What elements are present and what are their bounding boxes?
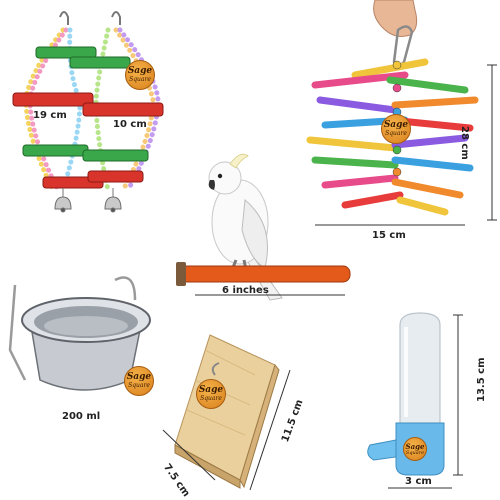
- ladder-toy-image: [12, 11, 164, 213]
- ladder-rung-label: 10 cm: [113, 119, 147, 130]
- ladder-width-label: 19 cm: [33, 110, 67, 121]
- brand-logo: Sage Square: [124, 366, 154, 396]
- brand-logo-line1: Sage: [127, 66, 153, 76]
- stick-toy-image: [306, 0, 497, 226]
- stick-toy-height-label: 28 cm: [459, 126, 470, 160]
- brand-logo: Sage Square: [125, 60, 155, 90]
- cup-image: [8, 276, 151, 391]
- brand-logo: Sage Square: [403, 437, 427, 461]
- brand-logo-line2: Square: [405, 449, 425, 456]
- feeder-image: [367, 312, 463, 489]
- platform-image: [162, 334, 291, 491]
- perch-image: [176, 153, 351, 301]
- feeder-height-label: 13.5 cm: [476, 357, 487, 402]
- brand-logo: Sage Square: [196, 379, 226, 409]
- perch-length-label: 6 inches: [222, 285, 269, 296]
- brand-logo-line2: Square: [385, 130, 407, 137]
- brand-logo: Sage Square: [381, 114, 411, 144]
- stick-toy-width-label: 15 cm: [372, 230, 406, 241]
- brand-logo-line1: Sage: [405, 441, 425, 451]
- brand-logo-line1: Sage: [198, 385, 224, 395]
- feeder-width-label: 3 cm: [405, 476, 432, 487]
- brand-logo-line2: Square: [128, 382, 150, 389]
- brand-logo-line2: Square: [200, 395, 222, 402]
- brand-logo-line2: Square: [129, 76, 151, 83]
- cup-volume-label: 200 ml: [62, 411, 101, 422]
- brand-logo-line1: Sage: [383, 120, 409, 130]
- brand-logo-line1: Sage: [126, 372, 152, 382]
